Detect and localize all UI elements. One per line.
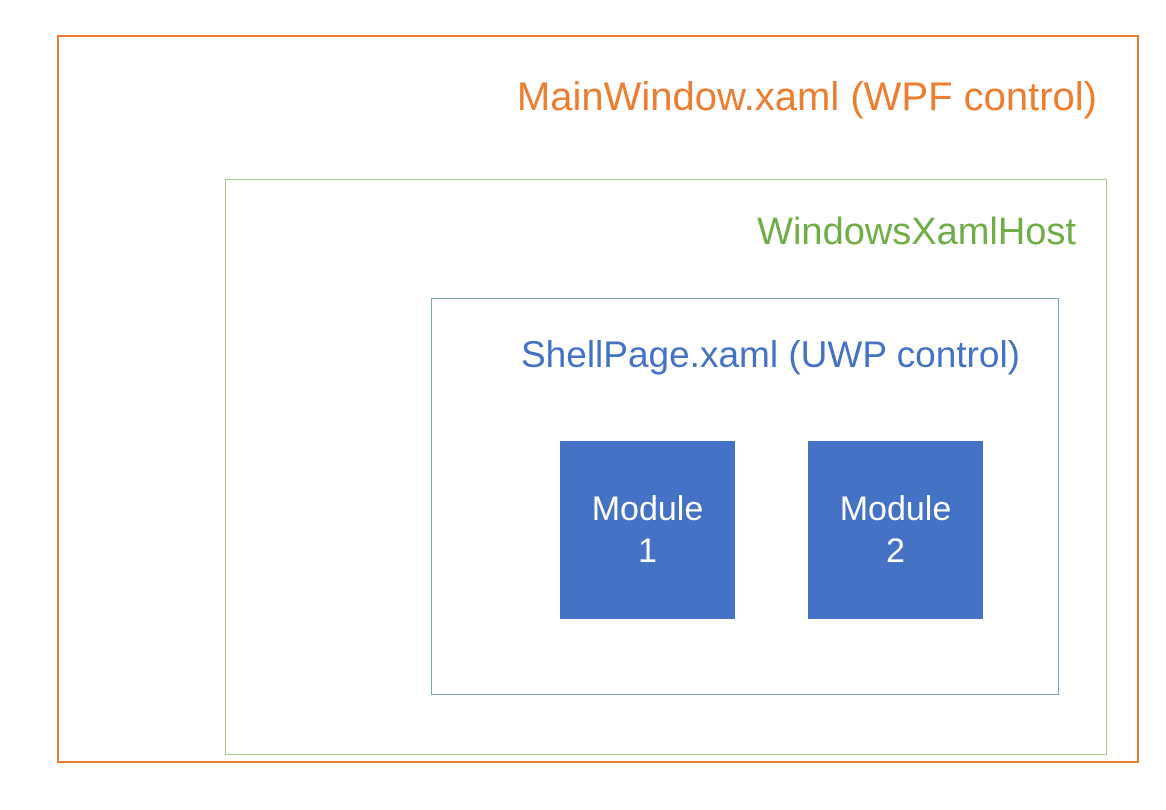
- mainwindow-wpf-container: MainWindow.xaml (WPF control) WindowsXam…: [57, 35, 1139, 763]
- module-tile-2: Module 2: [808, 441, 983, 619]
- mainwindow-wpf-label: MainWindow.xaml (WPF control): [516, 75, 1097, 119]
- shellpage-uwp-label: ShellPage.xaml (UWP control): [521, 334, 1020, 375]
- module-tile-2-label: Module 2: [839, 489, 952, 571]
- module-tile-1-label: Module 1: [591, 489, 704, 571]
- module-tile-1: Module 1: [560, 441, 735, 619]
- windowsxamlhost-label: WindowsXamlHost: [757, 211, 1076, 253]
